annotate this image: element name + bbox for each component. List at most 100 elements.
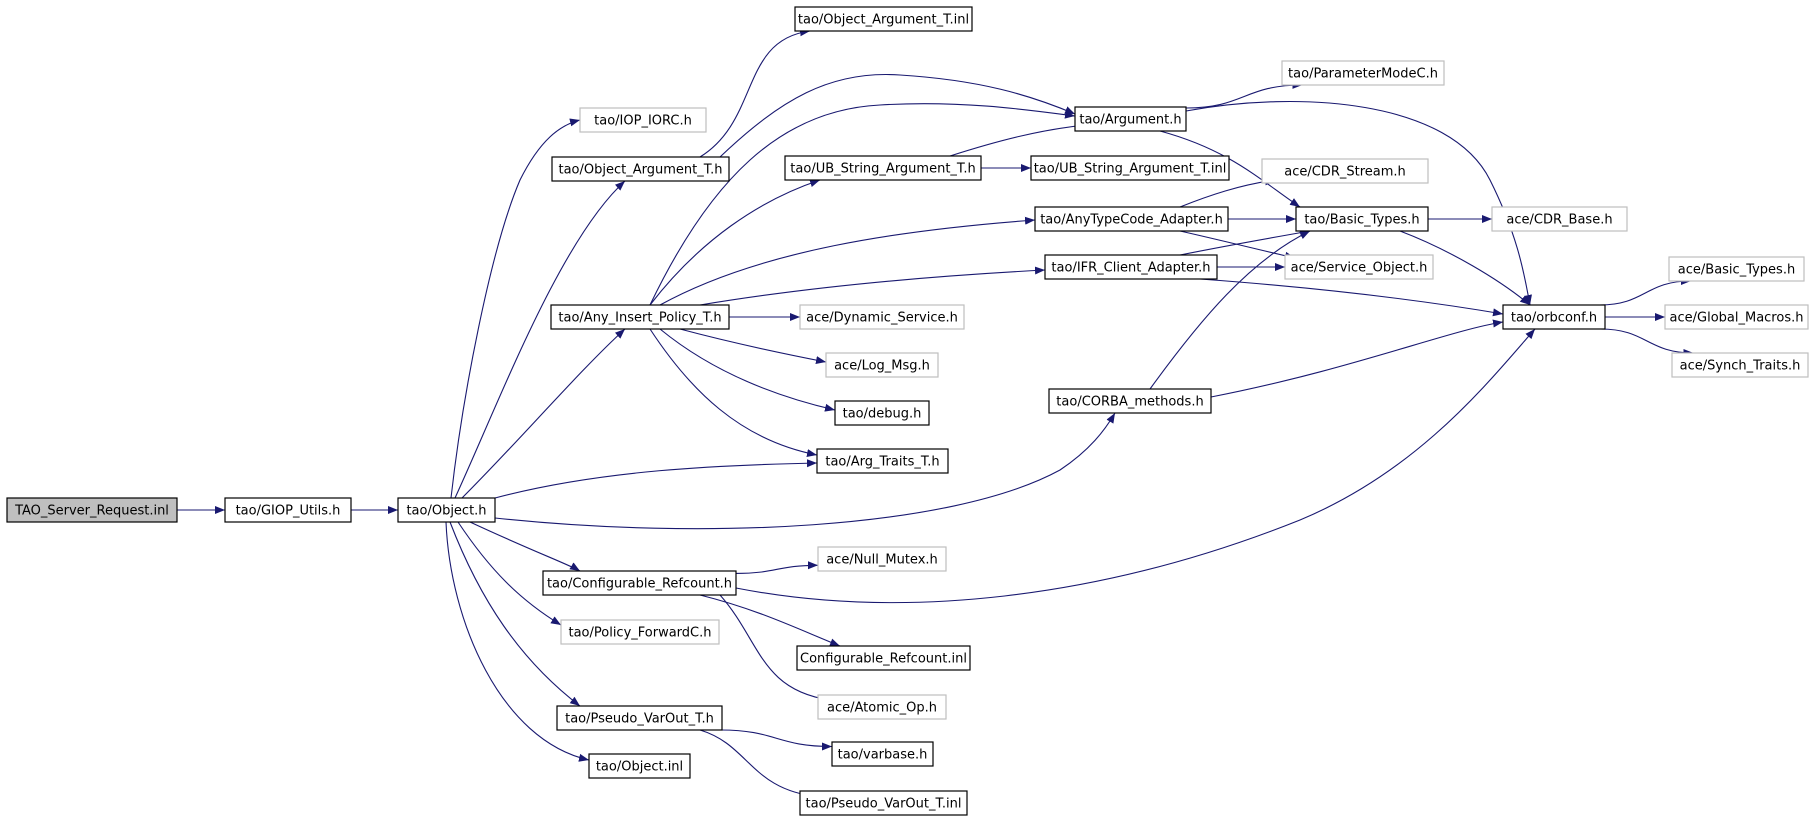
node-pseudo-varout-t-h[interactable]: tao/Pseudo_VarOut_T.h [556,705,723,731]
node-tao-basic-types-h[interactable]: tao/Basic_Types.h [1295,206,1429,232]
node-debug-h[interactable]: tao/debug.h [834,400,930,426]
node-label: tao/varbase.h [838,748,928,763]
edge-anytypecode-adapter-h-to-cdr-stream-h [1179,177,1276,208]
node-null-mutex-h[interactable]: ace/Null_Mutex.h [817,546,947,572]
node-dynamic-service-h[interactable]: ace/Dynamic_Service.h [799,304,965,330]
node-label: tao/orbconf.h [1511,311,1597,326]
node-box [1295,206,1429,232]
node-cdr-stream-h[interactable]: ace/CDR_Stream.h [1261,158,1429,184]
node-object-inl[interactable]: tao/Object.inl [588,753,691,779]
node-policy-forwardc-h[interactable]: tao/Policy_ForwardC.h [560,619,720,645]
node-box [1284,254,1434,280]
node-ifr-client-adapter-h[interactable]: tao/IFR_Client_Adapter.h [1044,254,1218,280]
node-configurable-refcount-inl[interactable]: Configurable_Refcount.inl [796,645,971,671]
node-ub-string-argument-t-inl[interactable]: tao/UB_String_Argument_T.inl [1030,155,1230,181]
node-synch-traits-h[interactable]: ace/Synch_Traits.h [1671,352,1809,378]
node-anytypecode-adapter-h[interactable]: tao/AnyTypeCode_Adapter.h [1034,206,1229,232]
node-box [825,352,939,378]
node-label: ace/Atomic_Op.h [827,701,937,716]
node-label: tao/GIOP_Utils.h [236,504,341,519]
node-box [579,107,707,133]
edge-orbconf-h-to-synch-traits-h [1600,328,1694,357]
node-object-argument-t-inl[interactable]: tao/Object_Argument_T.inl [794,6,973,32]
edge-configurable-refcount-h-to-null-mutex-h [735,561,819,574]
node-log-msg-h[interactable]: ace/Log_Msg.h [825,352,939,378]
edge-any-insert-policy-t-h-to-log-msg-h [679,328,827,365]
node-ub-string-argument-t-h[interactable]: tao/UB_String_Argument_T.h [784,155,982,181]
node-box [550,304,730,330]
node-corba-methods-h[interactable]: tao/CORBA_methods.h [1048,388,1212,414]
node-label: tao/UB_String_Argument_T.h [790,162,975,177]
node-label: tao/Object.h [406,504,486,519]
node-label: ace/Null_Mutex.h [826,553,938,568]
node-box [1664,304,1809,330]
edge-object-h-to-object-inl [445,521,590,762]
edge-ifr-client-adapter-h-to-orbconf-h [1199,278,1504,317]
node-label: tao/Basic_Types.h [1304,213,1419,228]
node-label: ace/Global_Macros.h [1670,311,1804,326]
node-any-insert-policy-t-h[interactable]: tao/Any_Insert_Policy_T.h [550,304,730,330]
node-box [1030,155,1230,181]
node-box [784,155,982,181]
edge-object-h-to-pseudo-varout-t-h [449,521,581,707]
node-box [1668,256,1805,282]
node-label: Configurable_Refcount.inl [800,652,967,667]
node-cdr-base-h[interactable]: ace/CDR_Base.h [1491,206,1628,232]
node-box [1074,106,1187,132]
node-label: ace/Log_Msg.h [834,359,930,374]
node-label: tao/IFR_Client_Adapter.h [1051,261,1210,276]
node-object-argument-t-h[interactable]: tao/Object_Argument_T.h [551,156,730,182]
edge-argument-h-to-orbconf-h [1185,101,1532,306]
node-arg-traits-t-h[interactable]: tao/Arg_Traits_T.h [816,448,949,474]
node-box [816,448,949,474]
edge-corba-methods-h-to-tao-basic-types-h [1149,230,1311,390]
node-box [831,741,934,767]
edge-object-h-to-object-argument-t-h [454,180,626,499]
node-tao-server-request-inl[interactable]: TAO_Server_Request.inl [6,497,178,523]
node-service-object-h[interactable]: ace/Service_Object.h [1284,254,1434,280]
node-object-h[interactable]: tao/Object.h [397,497,496,523]
node-parametermodec-h[interactable]: tao/ParameterModeC.h [1281,60,1445,86]
edge-object-h-to-configurable-refcount-h [469,521,581,572]
node-pseudo-varout-t-inl[interactable]: tao/Pseudo_VarOut_T.inl [799,790,968,816]
edge-any-insert-policy-t-h-to-anytypecode-adapter-h [659,216,1036,306]
node-label: ace/CDR_Base.h [1506,213,1612,228]
node-varbase-h[interactable]: tao/varbase.h [831,741,934,767]
node-label: tao/AnyTypeCode_Adapter.h [1040,213,1223,228]
node-box [799,790,968,816]
edge-object-h-to-any-insert-policy-t-h [461,328,626,499]
node-box [817,694,947,720]
edge-configurable-refcount-h-to-atomic-op-h [719,594,831,703]
node-label: ace/Basic_Types.h [1678,263,1795,278]
node-atomic-op-h[interactable]: ace/Atomic_Op.h [817,694,947,720]
node-box [224,497,352,523]
edge-any-insert-policy-t-h-to-debug-h [659,328,836,412]
node-orbconf-h[interactable]: tao/orbconf.h [1502,304,1606,330]
node-box [1034,206,1229,232]
edge-any-insert-policy-t-h-to-ub-string-argument-t-h [649,179,821,306]
node-box [799,304,965,330]
node-global-macros-h[interactable]: ace/Global_Macros.h [1664,304,1809,330]
edge-ifr-client-adapter-h-to-tao-basic-types-h [1179,228,1311,256]
node-label: tao/debug.h [843,407,922,422]
node-label: tao/Object_Argument_T.inl [798,13,969,28]
node-label: tao/Object_Argument_T.h [558,163,722,178]
edge-corba-methods-h-to-orbconf-h [1210,319,1504,398]
node-label: tao/ParameterModeC.h [1288,67,1438,82]
node-iop-iorc-h[interactable]: tao/IOP_IORC.h [579,107,707,133]
node-giop-utils-h[interactable]: tao/GIOP_Utils.h [224,497,352,523]
node-label: tao/Object.inl [596,760,683,775]
edge-any-insert-policy-t-h-to-arg-traits-t-h [649,328,818,458]
edge-any-insert-policy-t-h-to-argument-h [649,103,1076,306]
edge-pseudo-varout-t-h-to-varbase-h [720,729,833,751]
node-argument-h[interactable]: tao/Argument.h [1074,106,1187,132]
node-label: tao/CORBA_methods.h [1056,395,1203,410]
node-configurable-refcount-h[interactable]: tao/Configurable_Refcount.h [542,570,737,596]
edge-argument-h-to-tao-basic-types-h [1159,130,1301,208]
node-label: ace/Synch_Traits.h [1680,359,1801,374]
node-ace-basic-types-h[interactable]: ace/Basic_Types.h [1668,256,1805,282]
node-box [588,753,691,779]
node-label: tao/Pseudo_VarOut_T.inl [806,797,962,812]
